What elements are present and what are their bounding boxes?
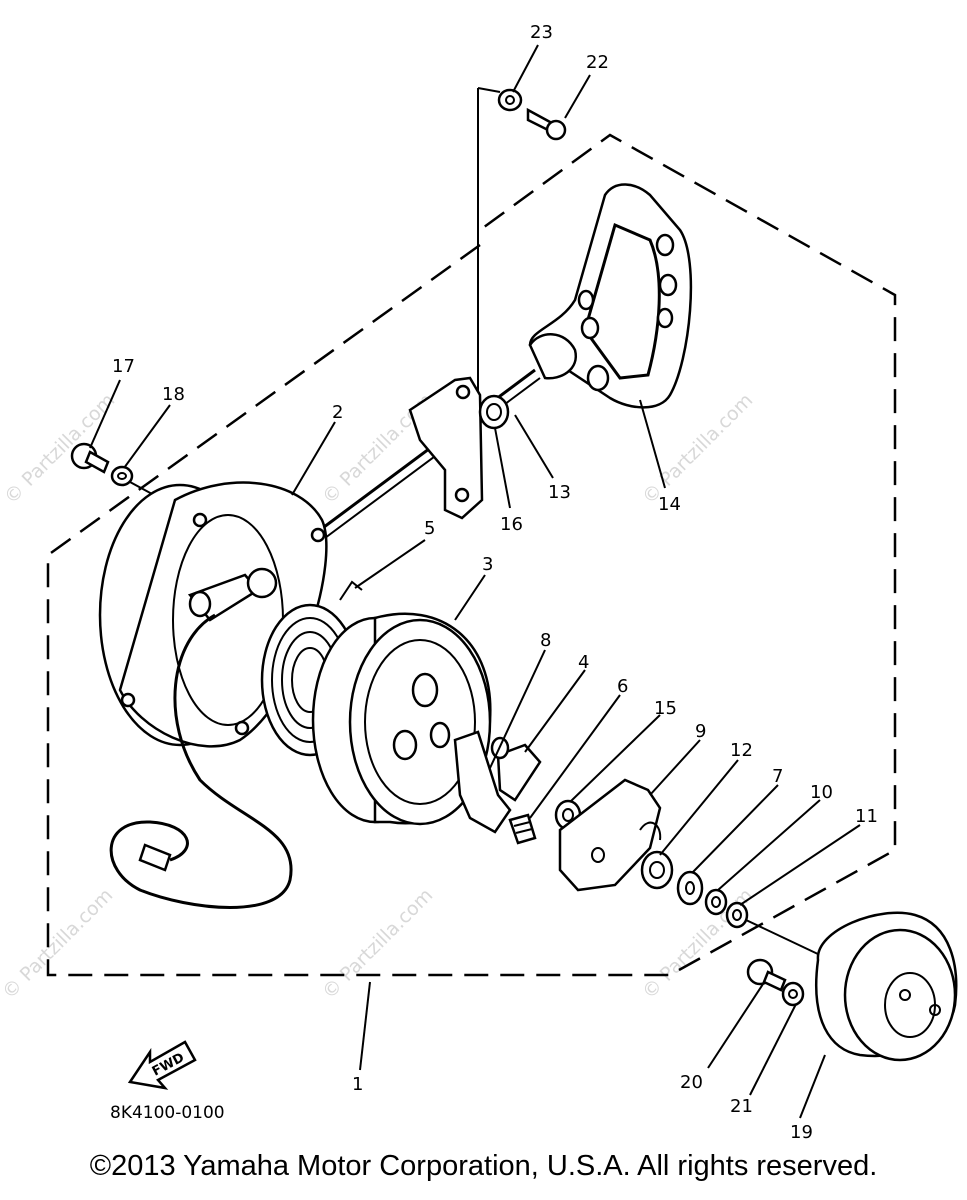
part-19-starter-cup[interactable] bbox=[815, 911, 958, 1062]
callout-leaders bbox=[89, 44, 861, 1119]
part-14-handle[interactable] bbox=[528, 183, 693, 409]
part-12-washer[interactable] bbox=[640, 850, 674, 890]
assembly-boundary bbox=[46, 133, 897, 977]
cable-connector bbox=[138, 843, 172, 872]
watermark: © Partzilla.com bbox=[0, 389, 119, 508]
part-6-spring[interactable] bbox=[508, 813, 537, 845]
callout-9: 9 bbox=[695, 721, 706, 742]
callout-19: 19 bbox=[790, 1122, 813, 1140]
watermark: © Partzilla.com bbox=[0, 884, 117, 1003]
callout-18: 18 bbox=[162, 384, 185, 405]
part-11-nut[interactable] bbox=[725, 901, 749, 929]
parts-diagram: © Partzilla.com © Partzilla.com © Partzi… bbox=[0, 22, 958, 1140]
part-20-bolt[interactable] bbox=[746, 958, 787, 992]
callout-17: 17 bbox=[112, 356, 135, 377]
watermark: © Partzilla.com bbox=[318, 884, 437, 1003]
callout-13: 13 bbox=[548, 482, 571, 503]
copyright-notice: ©2013 Yamaha Motor Corporation, U.S.A. A… bbox=[89, 1150, 878, 1182]
callout-8: 8 bbox=[540, 630, 551, 651]
callout-10: 10 bbox=[810, 782, 833, 803]
callout-21: 21 bbox=[730, 1096, 753, 1117]
part-22-bolt[interactable] bbox=[526, 107, 567, 141]
part-3-pulley[interactable] bbox=[311, 612, 492, 826]
part-23-washer[interactable] bbox=[497, 88, 523, 112]
part-9-drive-plate[interactable] bbox=[558, 778, 662, 892]
part-10-washer[interactable] bbox=[704, 888, 728, 916]
callout-labels: 1 2 3 4 5 6 7 8 9 10 11 12 13 14 15 16 1… bbox=[112, 22, 878, 1140]
callout-15: 15 bbox=[654, 698, 677, 719]
fwd-arrow-icon: FWD bbox=[127, 1040, 197, 1090]
callout-12: 12 bbox=[730, 740, 753, 761]
part-8-pawl[interactable] bbox=[453, 730, 512, 834]
callout-7: 7 bbox=[772, 766, 783, 787]
part-7-washer[interactable] bbox=[676, 870, 704, 906]
part-21-washer[interactable] bbox=[781, 981, 805, 1007]
part-16-rope-guide-bracket[interactable] bbox=[408, 376, 510, 520]
callout-6: 6 bbox=[617, 676, 628, 697]
drawing-code: 8K4100-0100 bbox=[110, 1103, 225, 1123]
callout-14: 14 bbox=[658, 494, 681, 515]
callout-4: 4 bbox=[578, 652, 589, 673]
callout-11: 11 bbox=[855, 806, 878, 827]
callout-3: 3 bbox=[482, 554, 493, 575]
part-4-pawl[interactable] bbox=[490, 736, 542, 802]
callout-20: 20 bbox=[680, 1072, 703, 1093]
callout-1: 1 bbox=[352, 1074, 363, 1095]
stop-switch-cable bbox=[109, 613, 293, 909]
part-17-bolt[interactable] bbox=[70, 442, 110, 474]
callout-2: 2 bbox=[332, 402, 343, 423]
callout-22: 22 bbox=[586, 52, 609, 73]
leader-line bbox=[477, 87, 501, 93]
callout-23: 23 bbox=[530, 22, 553, 43]
part-18-washer[interactable] bbox=[110, 465, 134, 487]
watermark: © Partzilla.com bbox=[638, 389, 757, 508]
callout-5: 5 bbox=[424, 518, 435, 539]
callout-16: 16 bbox=[500, 514, 523, 535]
